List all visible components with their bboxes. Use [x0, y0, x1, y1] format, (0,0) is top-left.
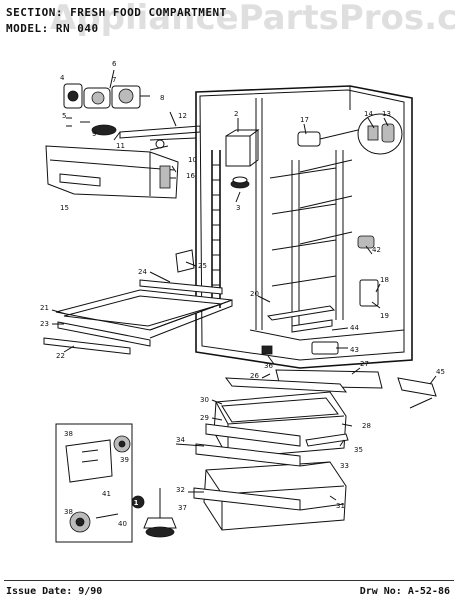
inset-detail-box	[55, 423, 133, 543]
callout-35: 35	[354, 446, 363, 454]
callout-9: 9	[92, 130, 96, 138]
callout-24: 24	[138, 268, 147, 276]
callout-30: 30	[200, 396, 209, 404]
shelf-trim-22	[43, 337, 131, 355]
callout-16: 16	[186, 172, 195, 180]
callout-33: 33	[340, 462, 349, 470]
callout-2: 2	[234, 110, 238, 118]
shelf-bracket-25	[175, 249, 195, 273]
callout-15: 15	[60, 204, 69, 212]
callout-19: 19	[380, 312, 389, 320]
callout-40: 40	[118, 520, 127, 528]
callout-1-6: 6	[112, 60, 117, 68]
crisper-drawer-lower	[193, 443, 347, 531]
model-title: MODEL: RN 040	[6, 22, 99, 35]
cabinet-liner	[195, 85, 413, 369]
callout-23: 23	[40, 320, 49, 328]
callout-14: 14	[364, 110, 373, 118]
drawer-slide-33	[305, 433, 349, 447]
callout-10: 10	[188, 156, 197, 164]
callout-26: 26	[250, 372, 259, 380]
watermark: AppliancePartsPros.com	[50, 0, 458, 38]
callout-44: 44	[350, 324, 359, 332]
section-title: SECTION: FRESH FOOD COMPARTMENT	[6, 6, 227, 19]
light-assembly	[225, 129, 260, 189]
leveling-leg	[131, 488, 177, 538]
callout-42: 42	[372, 246, 381, 254]
left-shelf-ladder	[211, 150, 221, 308]
callout-20: 20	[250, 290, 259, 298]
callout-13: 13	[382, 110, 391, 118]
callout-34: 34	[176, 436, 185, 444]
callout-36: 36	[264, 362, 273, 370]
callout-43: 43	[350, 346, 359, 354]
glass-shelf-left	[55, 279, 233, 347]
inset-marker: 1	[134, 499, 139, 507]
callout-3: 3	[236, 204, 240, 212]
leader-lines	[51, 69, 437, 501]
issue-date: Issue Date: 9/90	[6, 586, 103, 597]
callout-21: 21	[40, 304, 49, 312]
callout-32: 32	[176, 486, 185, 494]
shelf-rungs	[269, 159, 353, 287]
drawing-number: Drw No: A-52-86	[359, 586, 450, 597]
callout-28: 28	[362, 422, 371, 430]
callout-41: 41	[102, 490, 111, 498]
callout-39: 39	[120, 456, 129, 464]
callout-31: 31	[336, 502, 345, 510]
callout-12: 12	[178, 112, 187, 120]
door-switch-assembly	[297, 113, 403, 155]
callout-22: 22	[56, 352, 65, 360]
callout-5: 5	[62, 112, 66, 120]
callout-29: 29	[200, 414, 209, 422]
control-housing	[45, 145, 179, 199]
hinge-bracket	[397, 377, 437, 397]
callout-37: 37	[178, 504, 187, 512]
callout-8: 8	[160, 94, 164, 102]
thermostat-assembly	[63, 83, 201, 149]
callout-27: 27	[360, 360, 369, 368]
cabinet-shelf-bars	[261, 235, 379, 355]
callout-38-lower: 38	[64, 508, 73, 516]
callout-45: 45	[436, 368, 445, 376]
callout-17: 17	[300, 116, 309, 124]
callout-11: 11	[116, 142, 125, 150]
callout-25: 25	[198, 262, 207, 270]
callout-4: 4	[60, 74, 65, 82]
shelf-standards	[291, 150, 344, 330]
callout-38-upper: 38	[64, 430, 73, 438]
callout-7: 7	[112, 76, 116, 84]
callout-18: 18	[380, 276, 389, 284]
footer-rule	[4, 580, 454, 581]
crisper-cover	[224, 369, 383, 393]
